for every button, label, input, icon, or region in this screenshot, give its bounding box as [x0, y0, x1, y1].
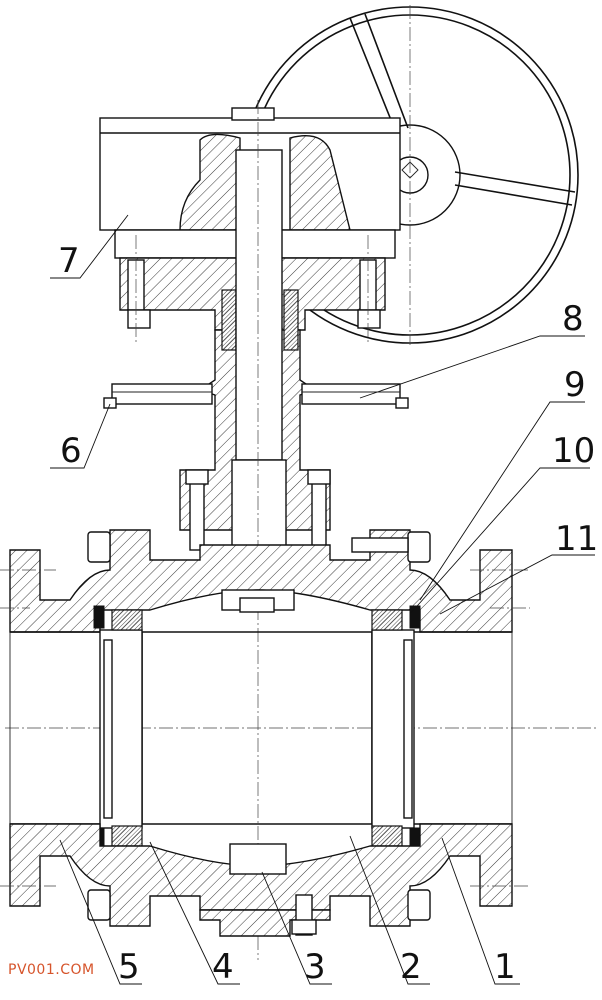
seat-right	[371, 605, 421, 851]
callout-7: 7	[58, 241, 80, 281]
bore	[5, 631, 598, 825]
callout-5: 5	[118, 947, 140, 987]
valve-body-upper	[9, 529, 513, 633]
callout-10: 10	[552, 431, 595, 471]
callout-8: 8	[562, 299, 584, 339]
callout-6: 6	[60, 431, 82, 471]
indicator-plate	[103, 383, 409, 409]
seat-left	[93, 605, 143, 851]
callout-11: 11	[555, 519, 598, 559]
valve-body-lower	[9, 823, 513, 937]
callout-3: 3	[304, 947, 326, 987]
callout-numbers: 7 6 8 9 10 11 1 2 3 4 5	[58, 241, 598, 987]
leader-lines	[50, 214, 595, 985]
callout-2: 2	[400, 947, 422, 987]
callout-4: 4	[212, 947, 234, 987]
watermark: PV001.COM	[8, 962, 95, 978]
callout-9: 9	[564, 365, 586, 405]
callout-1: 1	[494, 947, 516, 987]
